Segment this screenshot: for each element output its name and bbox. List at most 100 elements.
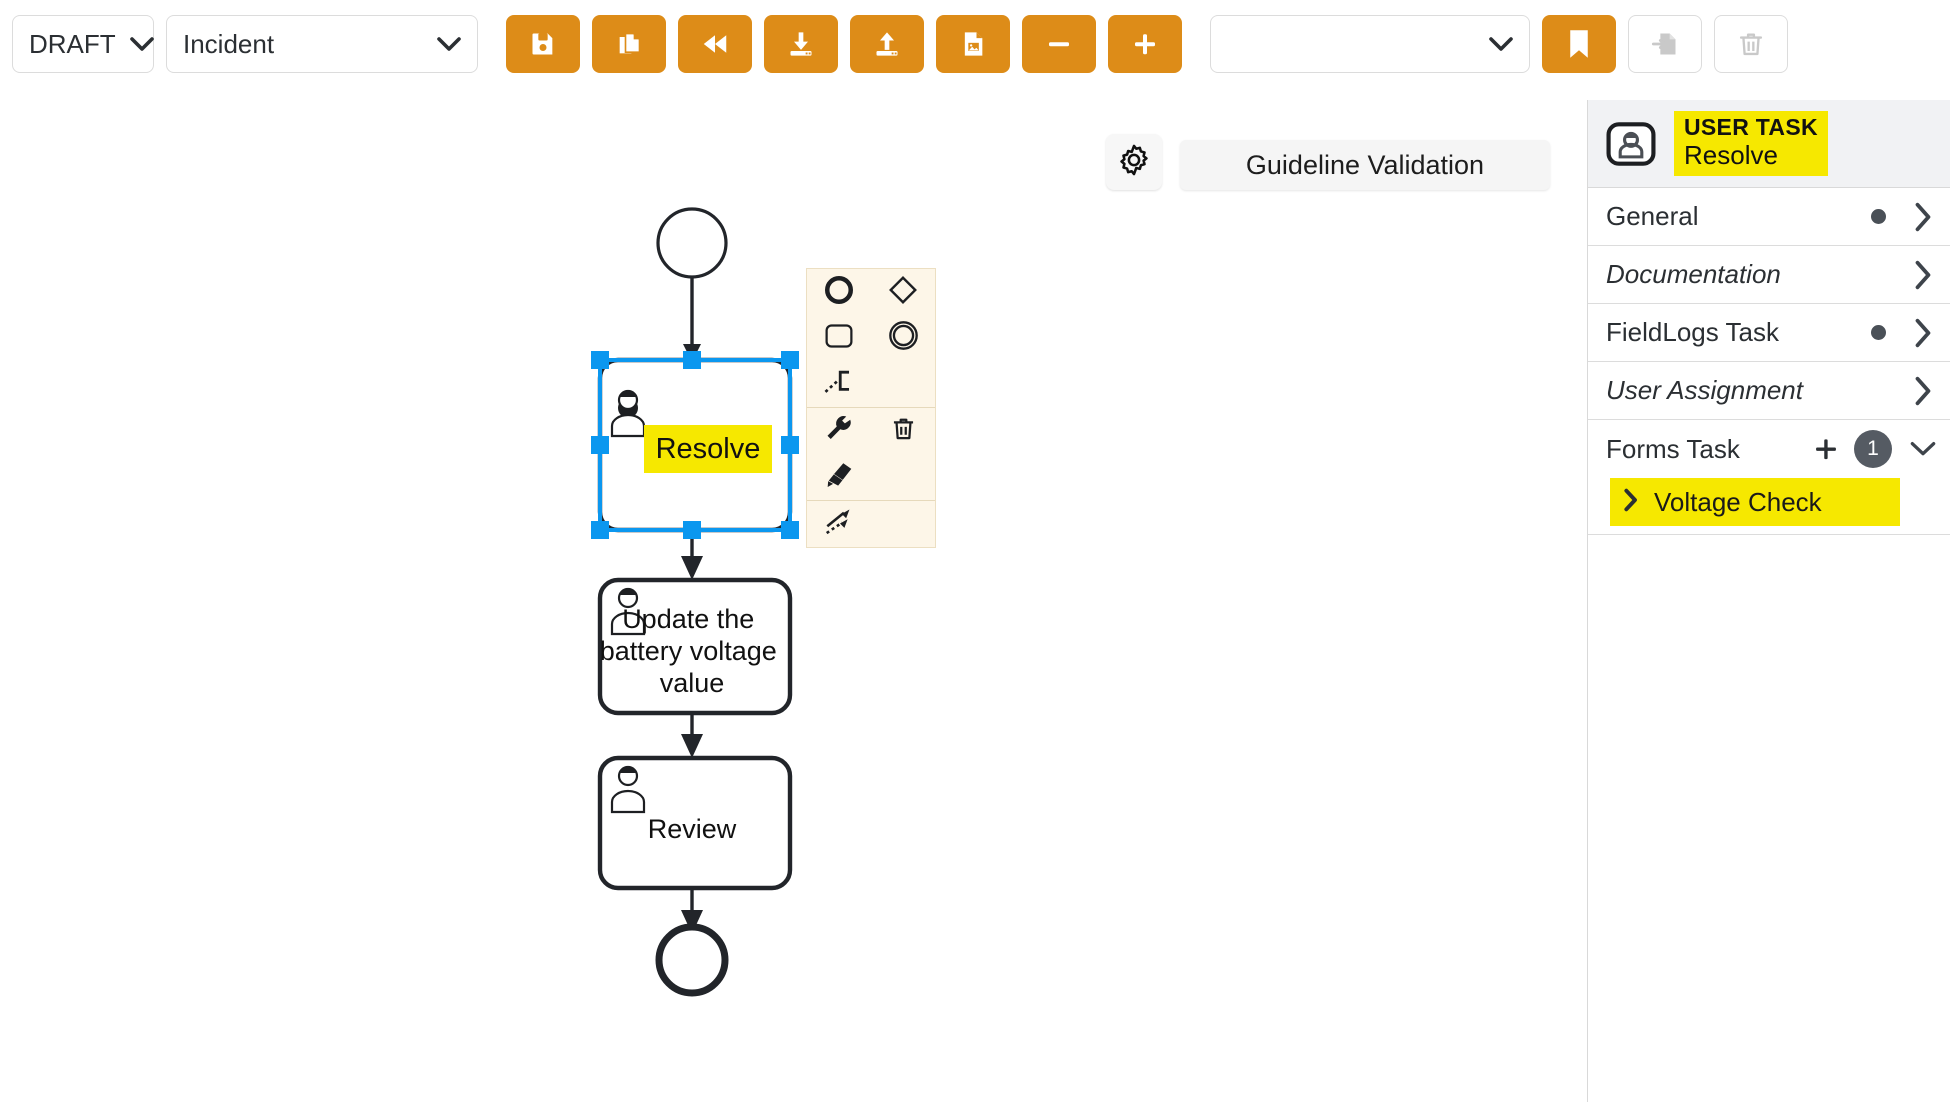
process-select[interactable]: Incident bbox=[166, 15, 478, 73]
gear-icon bbox=[1116, 142, 1152, 183]
properties-group-forms-task[interactable]: Forms Task 1 bbox=[1588, 420, 1950, 478]
undo-button[interactable] bbox=[678, 15, 752, 73]
save-icon bbox=[529, 30, 557, 58]
status-select[interactable]: DRAFT bbox=[12, 15, 154, 73]
user-task-review-label: Review bbox=[648, 814, 737, 844]
duplicate-button[interactable] bbox=[592, 15, 666, 73]
save-button[interactable] bbox=[506, 15, 580, 73]
chevron-right-icon bbox=[1910, 260, 1936, 290]
trash-icon bbox=[890, 415, 917, 447]
selection-outline bbox=[591, 351, 799, 539]
rewind-icon bbox=[700, 29, 730, 59]
append-end-event[interactable] bbox=[807, 269, 871, 315]
properties-panel: USER TASK Resolve General Documentation … bbox=[1587, 100, 1950, 1102]
text-annotation-icon bbox=[823, 368, 855, 401]
chevron-right-icon bbox=[1910, 376, 1936, 406]
download-button[interactable] bbox=[764, 15, 838, 73]
user-task-marker-icon bbox=[610, 389, 646, 438]
context-pad-row-5 bbox=[807, 454, 935, 500]
import-button[interactable] bbox=[1628, 15, 1702, 73]
gateway-icon bbox=[887, 274, 919, 311]
copy-icon bbox=[615, 30, 643, 58]
properties-group-user-assignment[interactable]: User Assignment bbox=[1588, 362, 1950, 420]
properties-group-general[interactable]: General bbox=[1588, 188, 1950, 246]
append-text-annotation[interactable] bbox=[807, 361, 871, 407]
context-pad-row-3 bbox=[807, 361, 935, 407]
process-select-value: Incident bbox=[183, 28, 275, 59]
chevron-right-icon[interactable] bbox=[1622, 488, 1640, 517]
element-kind-label: USER TASK bbox=[1684, 114, 1818, 141]
user-task-marker-icon bbox=[610, 765, 646, 814]
append-intermediate-event[interactable] bbox=[871, 315, 935, 361]
version-select[interactable] bbox=[1210, 15, 1530, 73]
minus-icon bbox=[1044, 29, 1074, 59]
context-pad bbox=[806, 268, 936, 548]
guideline-validation-label: Guideline Validation bbox=[1245, 149, 1485, 180]
append-task[interactable] bbox=[807, 315, 871, 361]
group-label: Forms Task bbox=[1606, 433, 1740, 464]
trash-icon bbox=[1737, 30, 1765, 58]
delete-button[interactable] bbox=[1714, 15, 1788, 73]
context-pad-row-1 bbox=[807, 269, 935, 315]
connect-button[interactable] bbox=[807, 501, 871, 547]
guideline-validation-panel[interactable]: Guideline Validation bbox=[1180, 140, 1550, 190]
start-event-node[interactable] bbox=[656, 207, 728, 279]
paintbrush-icon bbox=[823, 460, 855, 495]
bookmark-button[interactable] bbox=[1542, 15, 1616, 73]
bpmn-canvas[interactable]: Resolve Upda bbox=[0, 88, 1580, 1102]
append-gateway[interactable] bbox=[871, 269, 935, 315]
chevron-down-icon bbox=[1489, 36, 1513, 52]
user-task-icon bbox=[1602, 115, 1660, 173]
context-pad-empty-2 bbox=[871, 454, 935, 500]
download-icon bbox=[787, 30, 815, 58]
properties-group-fieldlogs-task[interactable]: FieldLogs Task bbox=[1588, 304, 1950, 362]
settings-gear-button[interactable] bbox=[1106, 134, 1162, 190]
zoom-in-button[interactable] bbox=[1108, 15, 1182, 73]
user-task-review[interactable]: Review bbox=[597, 755, 793, 891]
forms-count-badge: 1 bbox=[1854, 430, 1892, 468]
properties-group-documentation[interactable]: Documentation bbox=[1588, 246, 1950, 304]
set-color-button[interactable] bbox=[807, 454, 871, 500]
context-pad-empty-1 bbox=[871, 361, 935, 407]
export-image-button[interactable] bbox=[936, 15, 1010, 73]
form-item-voltage-check[interactable]: Voltage Check bbox=[1610, 478, 1900, 526]
group-filled-indicator bbox=[1871, 325, 1886, 340]
task-label-highlight bbox=[644, 425, 772, 473]
user-task-update-battery-voltage[interactable]: Update the battery voltage value bbox=[597, 577, 793, 716]
resize-handles[interactable] bbox=[591, 351, 799, 539]
user-task-resolve-label: Resolve bbox=[656, 433, 761, 465]
element-name-label: Resolve bbox=[1684, 139, 1778, 170]
form-item-label: Voltage Check bbox=[1654, 486, 1822, 517]
task-icon bbox=[824, 323, 854, 354]
properties-panel-title: USER TASK Resolve bbox=[1674, 111, 1828, 176]
sequence-flow-start-resolve bbox=[683, 278, 701, 362]
sequence-flow-review-end bbox=[681, 887, 703, 934]
group-label: General bbox=[1606, 201, 1699, 231]
context-pad-divider-2 bbox=[807, 500, 935, 501]
chevron-down-icon bbox=[129, 36, 154, 52]
image-file-icon bbox=[959, 30, 987, 58]
context-pad-row-6 bbox=[807, 501, 935, 547]
upload-button[interactable] bbox=[850, 15, 924, 73]
properties-group-forms-task-wrapper: Forms Task 1 Voltage Check bbox=[1588, 420, 1950, 535]
zoom-out-button[interactable] bbox=[1022, 15, 1096, 73]
upload-icon bbox=[873, 30, 901, 58]
add-form-button[interactable] bbox=[1812, 435, 1840, 463]
group-filled-indicator bbox=[1871, 209, 1886, 224]
chevron-down-icon[interactable] bbox=[1910, 440, 1936, 458]
sequence-flow-update-review bbox=[681, 713, 703, 758]
context-pad-row-4 bbox=[807, 408, 935, 454]
top-toolbar: DRAFT Incident bbox=[0, 0, 1950, 88]
group-label: User Assignment bbox=[1606, 375, 1803, 405]
end-event-node[interactable] bbox=[655, 923, 729, 997]
user-task-resolve[interactable]: Resolve bbox=[597, 357, 793, 533]
chevron-right-icon bbox=[1910, 202, 1936, 232]
change-type-button[interactable] bbox=[807, 408, 871, 454]
context-pad-divider-1 bbox=[807, 407, 935, 408]
file-import-icon bbox=[1651, 30, 1679, 58]
intermediate-event-icon bbox=[888, 320, 919, 356]
context-pad-empty-3 bbox=[871, 501, 935, 547]
bookmark-icon bbox=[1566, 29, 1592, 59]
delete-element-button[interactable] bbox=[871, 408, 935, 454]
chevron-right-icon bbox=[1910, 318, 1936, 348]
